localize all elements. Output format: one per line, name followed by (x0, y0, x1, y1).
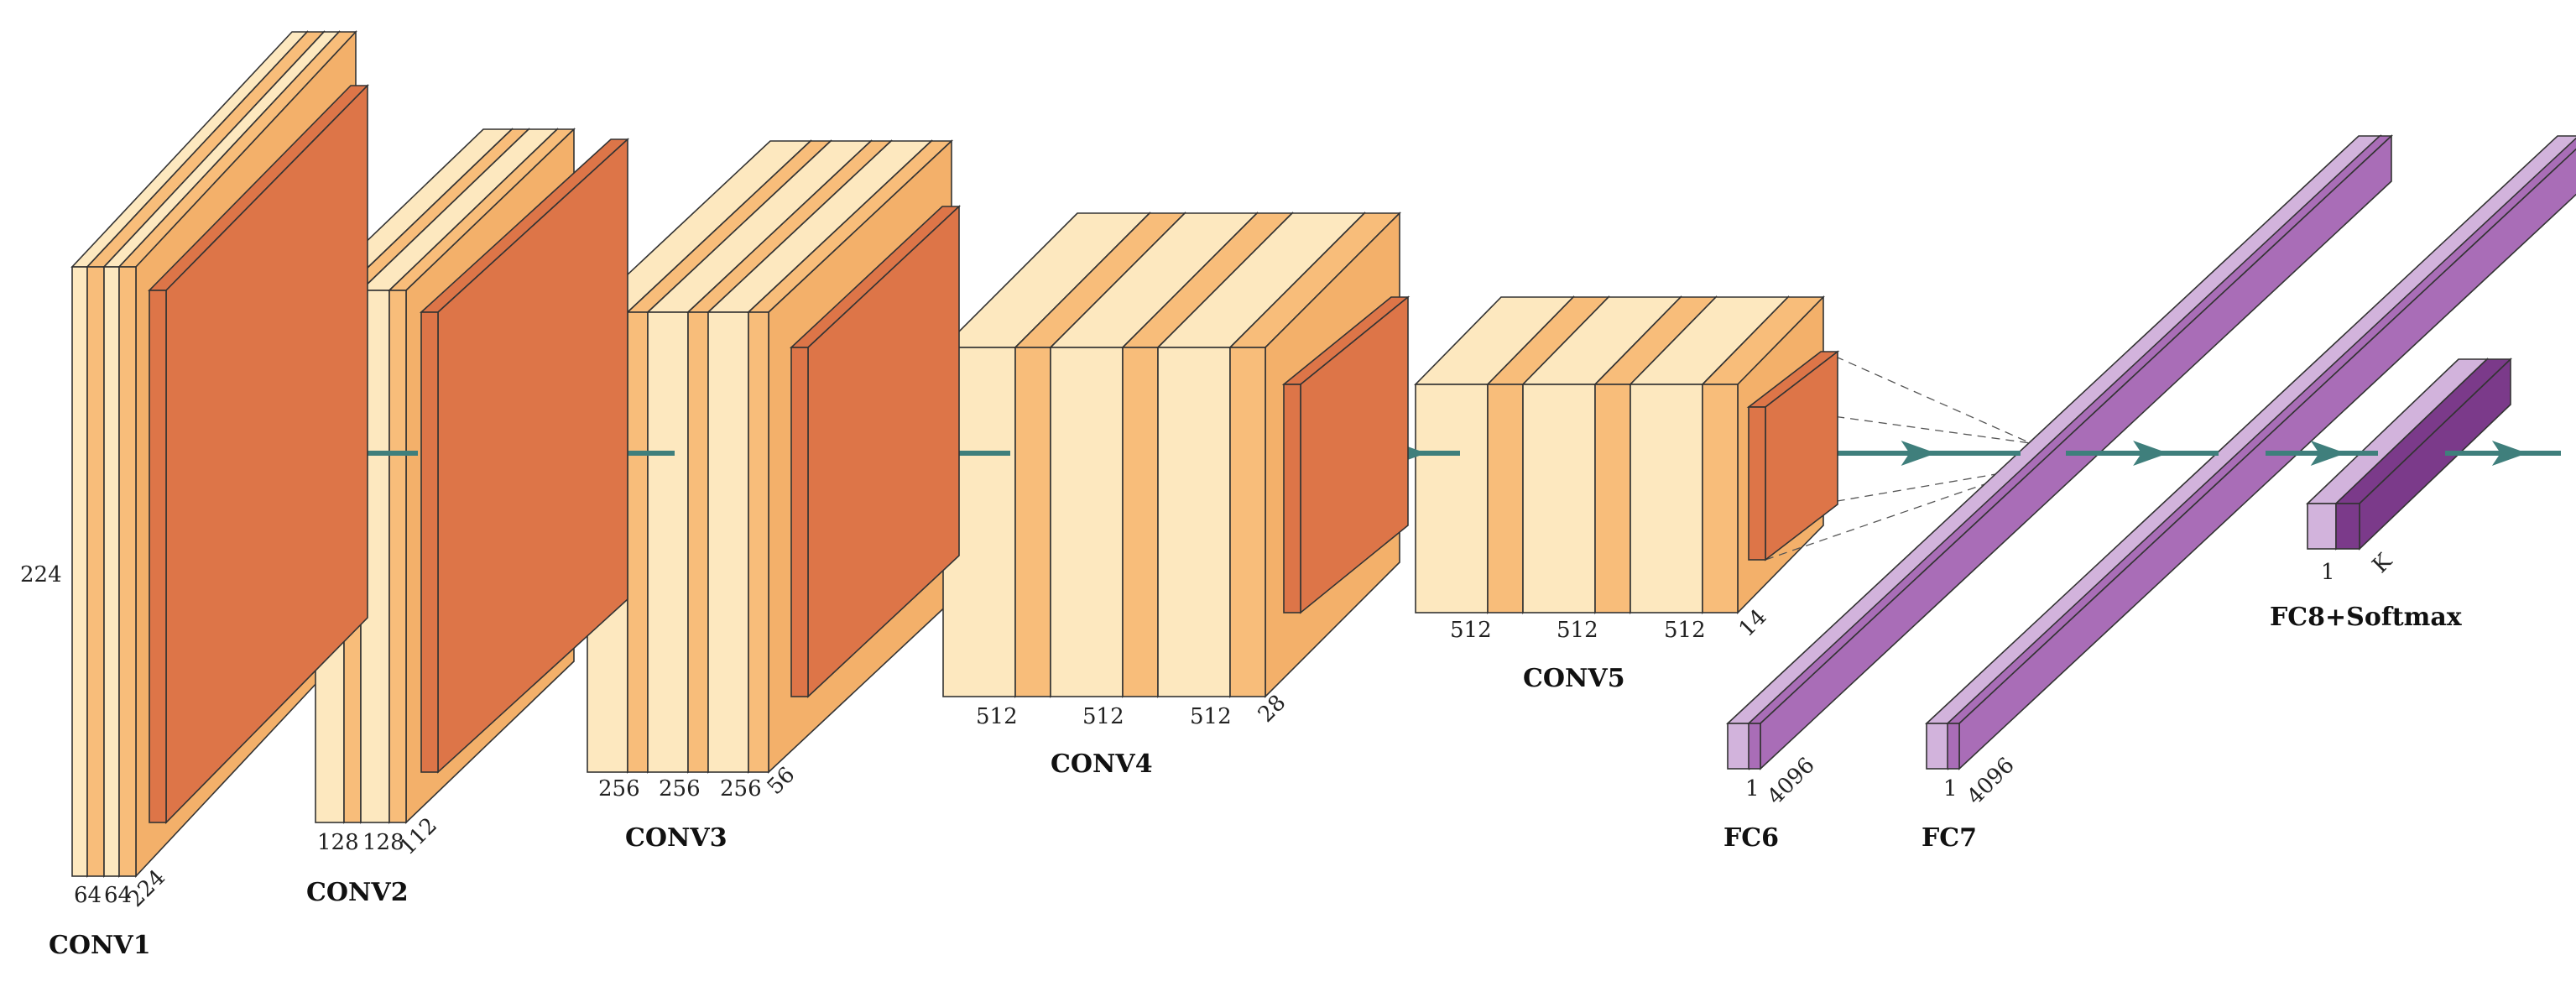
conv5-block-band-3-front (1702, 384, 1739, 613)
conv5-channel-label-3: 512 (1664, 618, 1706, 643)
conv3-block-band-1-front (627, 311, 649, 773)
conv2-title: CONV2 (306, 878, 409, 907)
conv3-block-band-2-front (687, 311, 709, 773)
fc7-block-front (1926, 723, 1949, 770)
fc8-inner-front (2335, 503, 2360, 550)
fc8-units-label: K (2368, 549, 2397, 578)
fc7-inner (1945, 137, 2576, 770)
conv4-channel-label-2: 512 (1082, 704, 1124, 729)
conv1-pool (148, 84, 369, 824)
arrow-6 (2066, 441, 2219, 466)
arrow-5-head (1901, 441, 1937, 466)
conv4-pool-front (1283, 384, 1301, 613)
conv5-pool (1746, 350, 1840, 561)
conv1-title: CONV1 (49, 931, 151, 960)
fc7-units-label: 4096 (1963, 753, 2020, 810)
conv1-block-slab-2-front (103, 266, 120, 877)
arrow-6-head (2133, 441, 2169, 466)
conv2-channel-label-2: 128 (362, 830, 404, 855)
conv4-block-slab-3-front (1157, 347, 1231, 697)
conv4-block-slab-2-front (1050, 347, 1124, 697)
conv5-block-band-2-front (1594, 384, 1631, 613)
conv1-channel-label-1: 64 (74, 883, 102, 908)
conv5-block-slab-2-front (1522, 384, 1596, 613)
conv3-channel-label-3: 256 (720, 776, 762, 801)
conv3-pool-front (790, 347, 809, 697)
fc7-inner-front (1947, 723, 1960, 770)
conv3-channel-label-2: 256 (659, 776, 701, 801)
fc6-width-label: 1 (1745, 776, 1760, 801)
fc7-width-label: 1 (1943, 776, 1958, 801)
conv5-channel-label-2: 512 (1557, 618, 1598, 643)
conv4-block-band-1-front (1014, 347, 1051, 697)
conv5-block-band-1-front (1487, 384, 1524, 613)
conv4-title: CONV4 (1051, 749, 1153, 779)
conv5-pool-front (1748, 406, 1766, 561)
fc8-block-front (2307, 503, 2337, 550)
fc8-inner (2334, 358, 2512, 551)
conv3-block-slab-3-front (707, 311, 749, 773)
conv1-channel-label-2: 64 (104, 883, 132, 908)
conv2-pool-front (420, 311, 439, 773)
conv4-channel-label-1: 512 (976, 704, 1018, 729)
fc8-width-label: 1 (2321, 560, 2335, 585)
conv5-projection-line-1 (1822, 350, 2031, 444)
conv4-channel-label-3: 512 (1190, 704, 1232, 729)
conv4-block-band-3-front (1229, 347, 1266, 697)
conv3-title: CONV3 (625, 823, 727, 853)
conv3-block-band-3-front (748, 311, 769, 773)
arrow-8 (2445, 441, 2561, 466)
fc6-title: FC6 (1723, 823, 1779, 853)
fc6-inner-front (1748, 723, 1761, 770)
layers-front-group (148, 84, 1840, 824)
conv1-height-label: 224 (20, 562, 62, 587)
conv5-block-slab-1-front (1415, 384, 1489, 613)
fc8-title: FC8+Softmax (2270, 603, 2463, 632)
arrow-7-head (2310, 441, 2346, 466)
conv5-title: CONV5 (1523, 664, 1625, 693)
conv2-block-band-2-front (388, 290, 407, 823)
conv5-block-slab-3-front (1630, 384, 1703, 613)
conv3-block-slab-2-front (647, 311, 689, 773)
fc7-title: FC7 (1922, 823, 1977, 853)
conv5-channel-label-1: 512 (1450, 618, 1492, 643)
conv1-pool-front (149, 290, 167, 823)
conv3-channel-label-1: 256 (598, 776, 640, 801)
conv4-pool (1281, 295, 1411, 614)
conv4-block-band-2-front (1122, 347, 1159, 697)
arrow-7 (2266, 441, 2378, 466)
conv1-block-band-2-front (118, 266, 137, 877)
conv2-pool (419, 138, 630, 774)
conv3-pool (789, 205, 962, 698)
fc6-block-front (1727, 723, 1750, 770)
conv2-channel-label-1: 128 (317, 830, 359, 855)
arrow-8-head (2491, 441, 2527, 466)
fc6-units-label: 4096 (1763, 753, 1820, 810)
conv1-block-band-1-front (86, 266, 105, 877)
conv1-block-slab-1-front (71, 266, 88, 877)
